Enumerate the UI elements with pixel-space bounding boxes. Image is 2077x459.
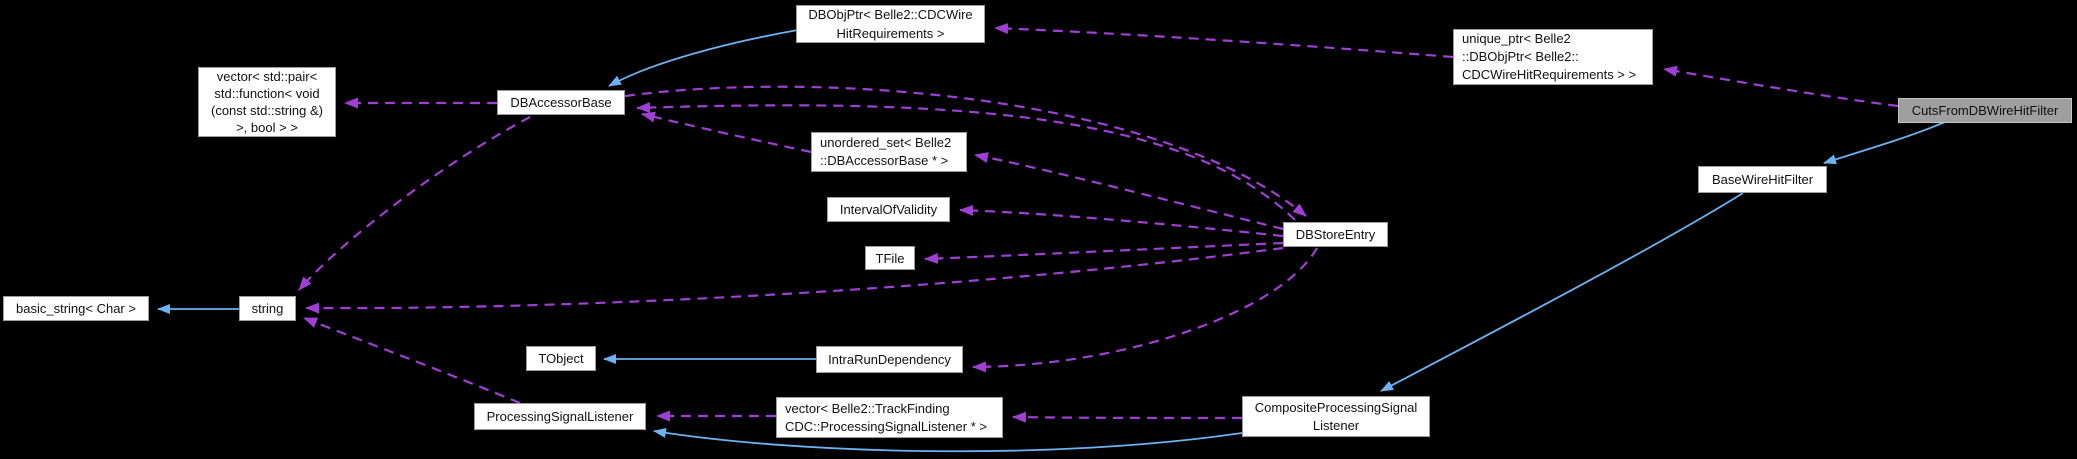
node-tfile[interactable]: TFile: [865, 246, 915, 270]
node-db-accessor-base[interactable]: DBAccessorBase: [497, 90, 625, 115]
edge-inheritance-basewirehitfilter-compositepsl: [1380, 192, 1744, 392]
node-cuts-from-db-wire-hit-filter[interactable]: CutsFromDBWireHitFilter: [1898, 98, 2072, 123]
node-intra-run-dependency[interactable]: IntraRunDependency: [816, 346, 963, 373]
node-interval-of-validity[interactable]: IntervalOfValidity: [827, 197, 950, 222]
node-composite-processing-signal-listener[interactable]: CompositeProcessingSignal Listener: [1242, 396, 1430, 437]
edge-usage-cutsfromdb-uniqueptr: [1663, 65, 1899, 108]
edge-usage-dbaccessorbase-dbstoreentry: [624, 85, 1307, 217]
edge-usage-processingsignallistener-string: [303, 316, 521, 405]
edge-usage-dbstoreentry-intervalofvalidity: [959, 204, 1284, 238]
edge-usage-unorderedset-dbaccessorbase: [641, 111, 812, 154]
edge-usage-dbstoreentry-string: [305, 246, 1284, 314]
node-unordered-set[interactable]: unordered_set< Belle2 ::DBAccessorBase *…: [811, 132, 967, 172]
edge-usage-compositepsl-vectorlistener: [1012, 411, 1243, 423]
node-db-store-entry[interactable]: DBStoreEntry: [1283, 222, 1388, 247]
node-vector-pair-function[interactable]: vector< std::pair< std::function< void (…: [198, 67, 336, 137]
edge-usage-dbaccessorbase-string: [298, 116, 531, 291]
edge-inheritance-dbobjptr-dbaccessorbase: [608, 29, 799, 87]
node-basic-string[interactable]: basic_string< Char >: [3, 296, 149, 321]
edge-inheritance-cutsfromdb-basewirehitfilter: [1823, 121, 1946, 165]
node-processing-signal-listener[interactable]: ProcessingSignalListener: [474, 403, 646, 430]
node-tobject[interactable]: TObject: [526, 346, 596, 371]
edge-inheritance-compositepsl-processingsignallistener: [653, 427, 1243, 453]
node-unique-ptr[interactable]: unique_ptr< Belle2 ::DBObjPtr< Belle2:: …: [1453, 29, 1653, 85]
node-string[interactable]: string: [239, 296, 296, 321]
edge-usage-dbstoreentry-tfile: [924, 241, 1284, 264]
node-base-wire-hit-filter[interactable]: BaseWireHitFilter: [1698, 166, 1827, 193]
edge-usage-dbstoreentry-intrarundependency: [972, 247, 1318, 373]
edge-usage-dbstoreentry-dbaccessorbase: [636, 102, 1296, 221]
edge-usage-dbstoreentry-unorderedset: [974, 152, 1284, 231]
node-dbobjptr[interactable]: DBObjPtr< Belle2::CDCWire HitRequirement…: [796, 5, 985, 43]
node-vector-processing-signal-listener[interactable]: vector< Belle2::TrackFinding CDC::Proces…: [776, 397, 1003, 438]
edge-usage-uniqueptr-dbobjptr: [994, 23, 1454, 59]
